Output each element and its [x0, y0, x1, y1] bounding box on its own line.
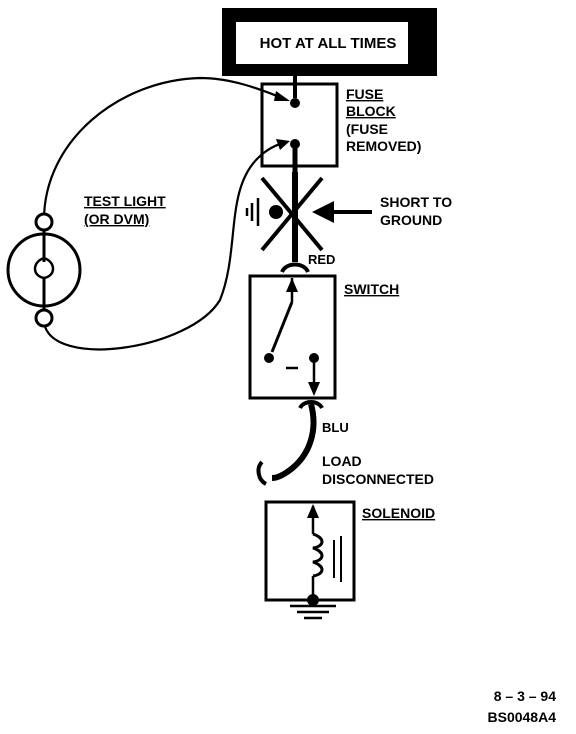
fuse-note-2: REMOVED) — [346, 138, 421, 154]
hot-banner: HOT AT ALL TIMES — [222, 8, 437, 76]
banner-text: HOT AT ALL TIMES — [260, 35, 397, 52]
ground-symbol — [290, 604, 336, 620]
fuse-terminal-bottom — [290, 139, 300, 149]
test-light-label-1: TEST LIGHT — [84, 193, 166, 209]
footer-code: BS0048A4 — [488, 709, 557, 725]
solenoid-label: SOLENOID — [362, 505, 435, 521]
short-arrow — [312, 201, 372, 223]
footer-date: 8 – 3 – 94 — [494, 688, 556, 704]
switch-label: SWITCH — [344, 281, 399, 297]
fuse-note-1: (FUSE — [346, 121, 388, 137]
short-label-2: GROUND — [380, 212, 442, 228]
test-light-bulb — [6, 212, 82, 328]
load-label-2: DISCONNECTED — [322, 471, 434, 487]
short-to-ground-symbol — [245, 176, 324, 252]
solenoid-box — [264, 500, 356, 606]
red-wire-label: RED — [308, 252, 335, 267]
test-light-label-2: (OR DVM) — [84, 211, 149, 227]
blu-wire — [256, 400, 324, 486]
short-label-1: SHORT TO — [380, 194, 452, 210]
test-light-leads — [42, 76, 290, 351]
fuse-block — [260, 76, 339, 172]
fuse-terminal-top — [290, 98, 300, 108]
fuse-block-label-1: FUSE — [346, 86, 383, 102]
load-label-1: LOAD — [322, 453, 362, 469]
switch-box — [248, 274, 337, 400]
blu-wire-label: BLU — [322, 420, 349, 435]
fuse-block-label-2: BLOCK — [346, 103, 396, 119]
